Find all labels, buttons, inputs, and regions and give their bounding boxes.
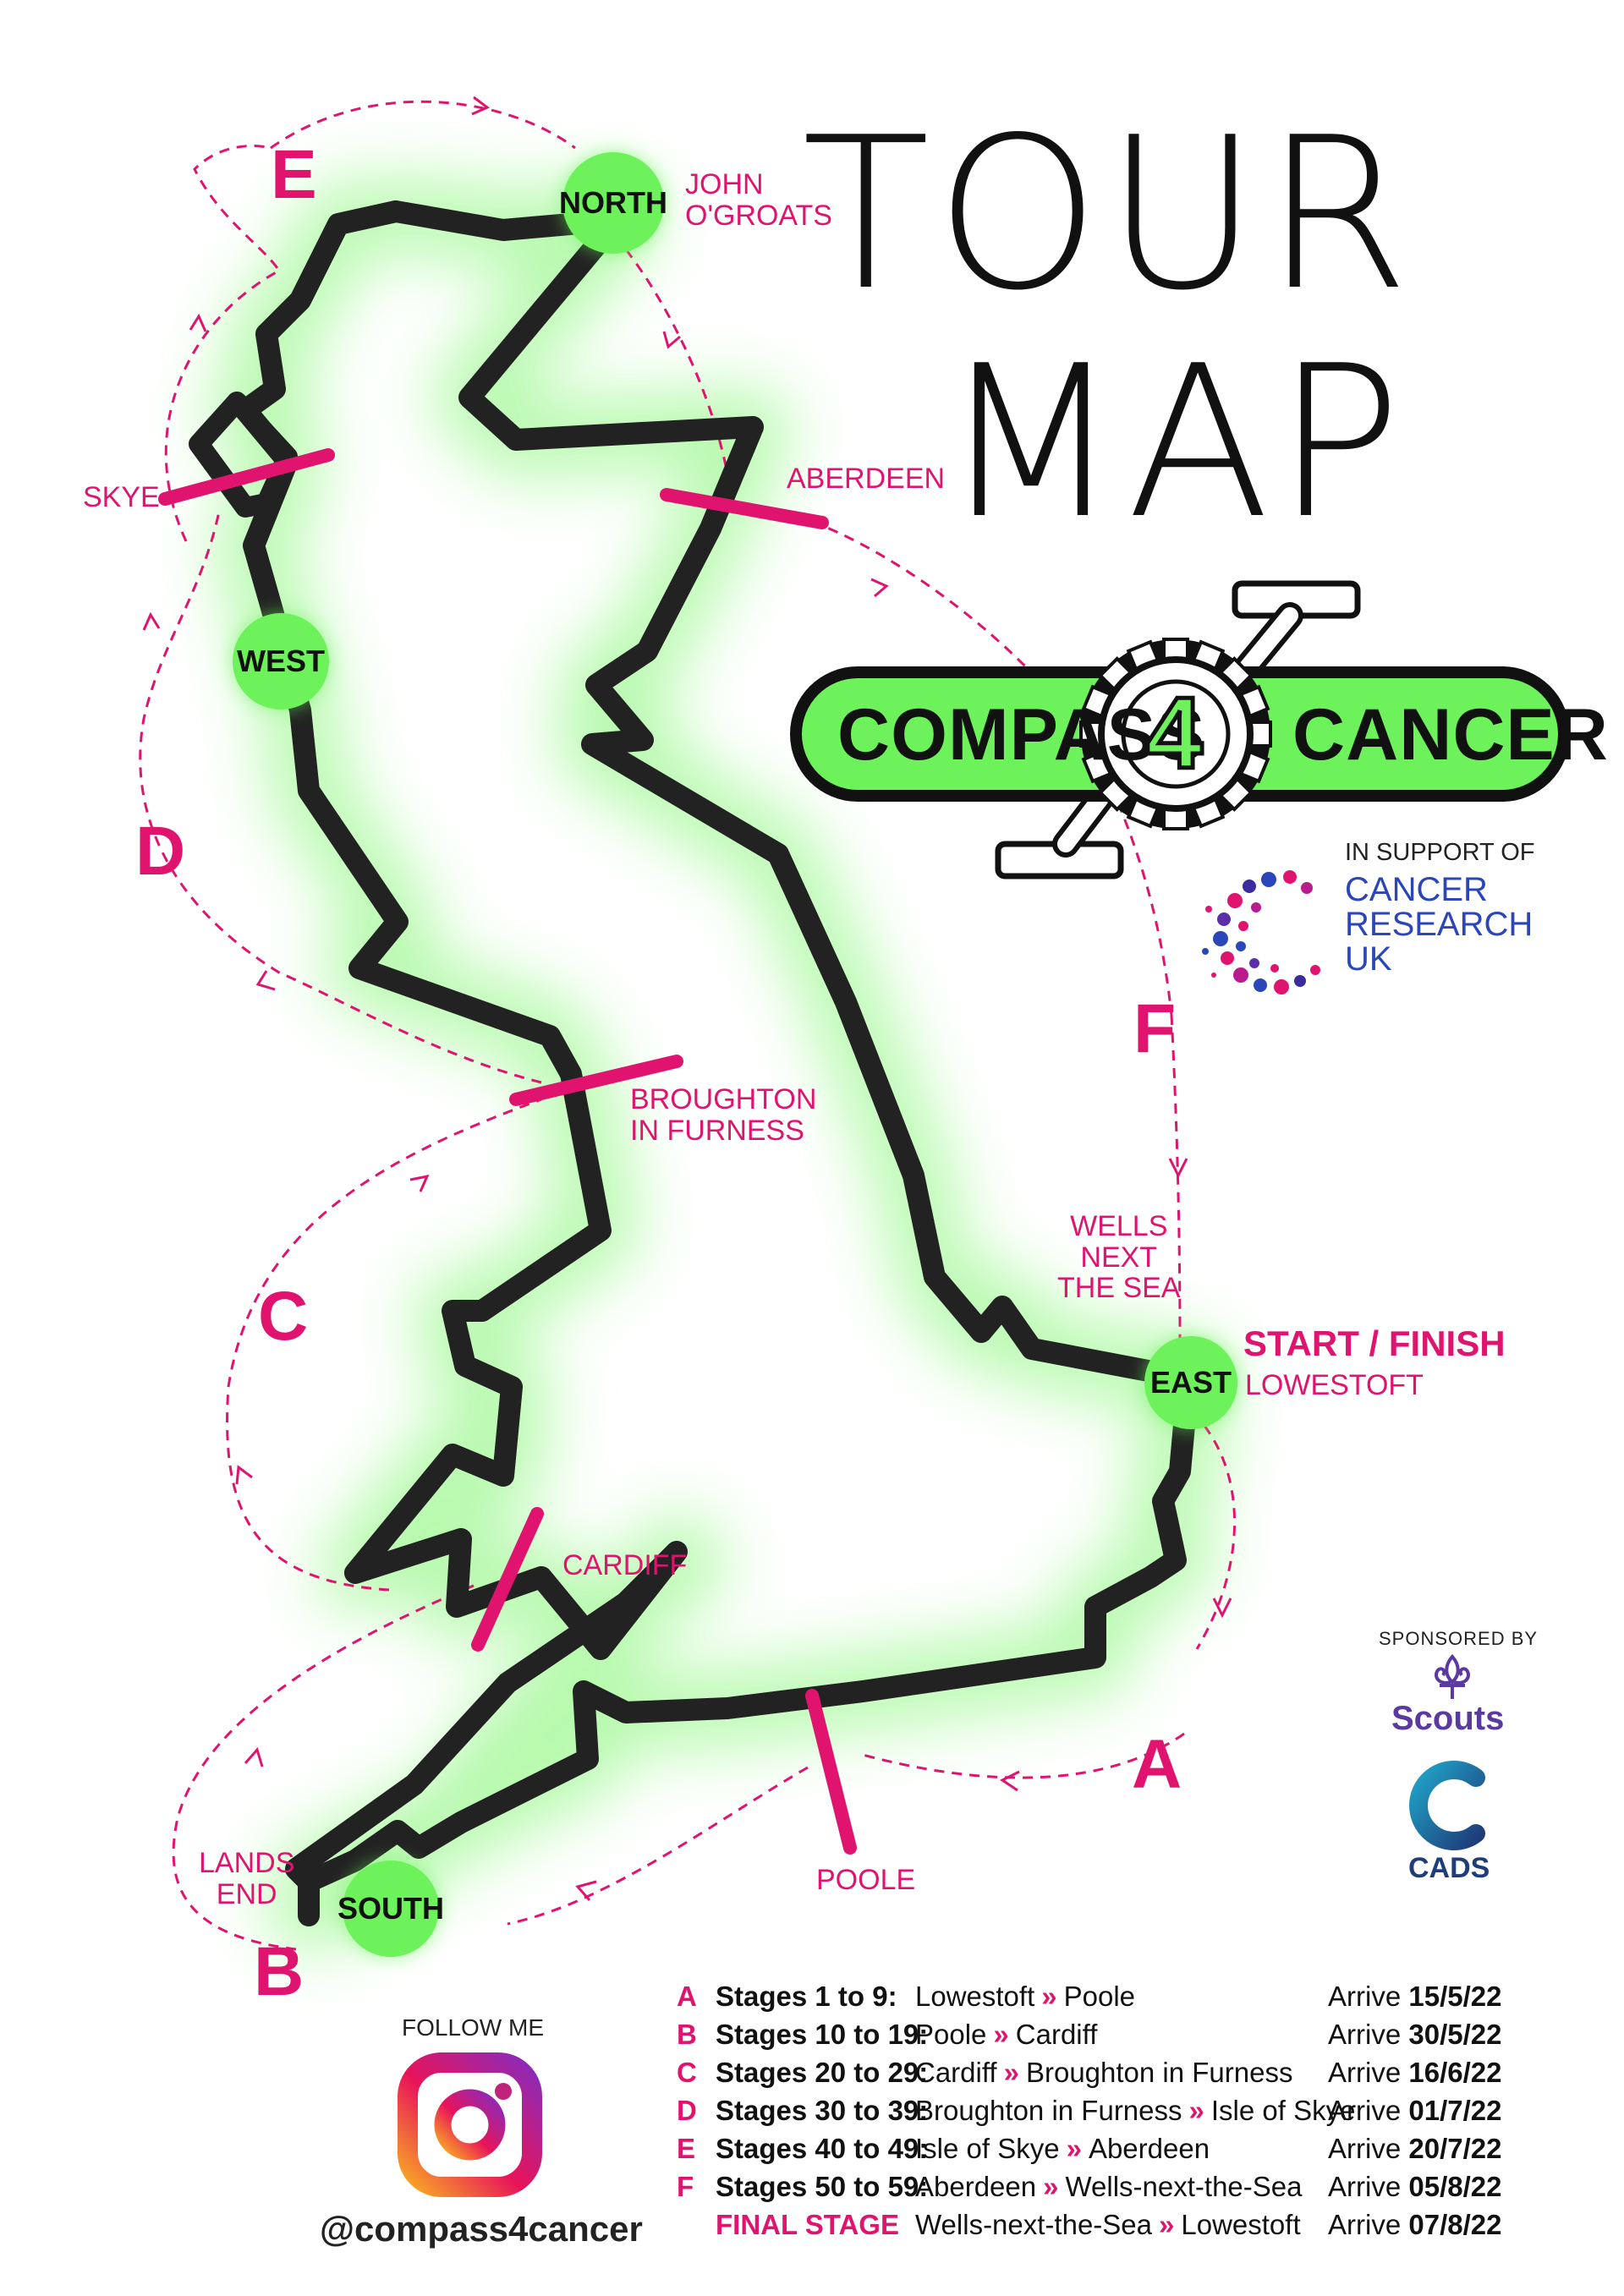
schedule-row: B Stages 10 to 19: Poole»Cardiff Arrive …: [677, 2015, 1573, 2053]
schedule-letter: B: [677, 2018, 697, 2050]
schedule-route: Poole»Cardiff: [915, 2018, 1098, 2050]
node-south: SOUTH: [337, 1860, 444, 1957]
schedule-stages: Stages 1 to 9:: [716, 1980, 897, 2012]
label-poole: POOLE: [816, 1864, 916, 1896]
stage-letter-e: E: [271, 136, 317, 213]
schedule-row: C Stages 20 to 29: Cardiff»Broughton in …: [677, 2053, 1573, 2091]
schedule-row: A Stages 1 to 9: Lowestoft»Poole Arrive …: [677, 1977, 1573, 2015]
title-line-2: MAP: [941, 321, 1407, 565]
label-broughton: BROUGHTON IN FURNESS: [630, 1083, 817, 1147]
schedule-table: A Stages 1 to 9: Lowestoft»Poole Arrive …: [677, 1977, 1573, 2244]
stage-letter-d: D: [135, 813, 186, 890]
skye-island: [189, 392, 298, 518]
schedule-row: D Stages 30 to 39: Broughton in Furness»…: [677, 2091, 1573, 2129]
cruk-name: CANCER RESEARCH UK: [1345, 871, 1533, 978]
instagram-icon[interactable]: [396, 2051, 544, 2199]
label-cardiff: CARDIFF: [562, 1549, 688, 1581]
schedule-stages: Stages 50 to 59:: [716, 2170, 929, 2202]
logo-graphic: [790, 580, 1570, 879]
schedule-letter: F: [677, 2170, 694, 2202]
title-line-1: TOUR: [802, 93, 1415, 337]
schedule-route: Cardiff»Broughton in Furness: [915, 2056, 1293, 2088]
sponsor-scouts: Scouts: [1391, 1700, 1505, 1737]
node-north: NORTH: [559, 152, 667, 254]
cruk-logo-mark: [1202, 870, 1320, 995]
stage-letter-a: A: [1132, 1726, 1182, 1803]
schedule-letter: D: [677, 2094, 697, 2126]
label-aberdeen: ABERDEEN: [787, 463, 946, 495]
schedule-stages: Stages 40 to 49:: [716, 2132, 929, 2164]
logo-text-4: 4: [1144, 675, 1205, 792]
logo-text-compass: COMPASS: [837, 694, 1206, 775]
route-arrows: [142, 96, 1232, 1901]
stage-markers: [158, 448, 857, 1855]
route-dashed: [139, 100, 1236, 1951]
schedule-route: Isle of Skye»Aberdeen: [915, 2132, 1210, 2164]
schedule-arrive: Arrive 30/5/22: [1328, 2018, 1502, 2050]
schedule-row: F Stages 50 to 59: Aberdeen»Wells-next-t…: [677, 2167, 1573, 2206]
fleur-de-lis-icon: [1435, 1654, 1470, 1699]
label-skye: SKYE: [83, 481, 160, 513]
schedule-arrive: Arrive 05/8/22: [1328, 2170, 1502, 2202]
label-john-ogroats: JOHN O'GROATS: [685, 168, 832, 232]
schedule-arrive: Arrive 01/7/22: [1328, 2094, 1502, 2126]
schedule-stages: Stages 30 to 39:: [716, 2094, 929, 2126]
schedule-arrive: Arrive 16/6/22: [1328, 2056, 1502, 2088]
label-lands-end: LANDS END: [199, 1847, 295, 1910]
schedule-stages: FINAL STAGE: [716, 2208, 899, 2240]
schedule-stages: Stages 20 to 29:: [716, 2056, 929, 2088]
label-wells: WELLS NEXT THE SEA: [1057, 1210, 1181, 1305]
node-east: EAST: [1144, 1336, 1237, 1429]
schedule-letter: C: [677, 2056, 697, 2088]
support-label: IN SUPPORT OF: [1345, 839, 1535, 866]
schedule-arrive: Arrive 20/7/22: [1328, 2132, 1502, 2164]
logo-text-cancer: CANCER: [1292, 694, 1609, 775]
schedule-route: Lowestoft»Poole: [915, 1980, 1136, 2012]
compass4cancer-logo: COMPASS 4 CANCER: [787, 575, 1608, 879]
sponsor-cads: CADS: [1408, 1852, 1490, 1884]
schedule-arrive: Arrive 15/5/22: [1328, 1980, 1502, 2012]
cads-logo-mark: [1409, 1761, 1485, 1850]
label-lowestoft: LOWESTOFT: [1245, 1369, 1424, 1401]
label-start-finish: START / FINISH: [1243, 1323, 1506, 1363]
node-west: WEST: [233, 613, 329, 710]
schedule-route: Wells-next-the-Sea»Lowestoft: [915, 2208, 1301, 2240]
stage-letter-b: B: [254, 1933, 304, 2010]
schedule-letter: E: [677, 2132, 696, 2164]
follow-label: FOLLOW ME: [402, 2014, 545, 2041]
schedule-arrive: Arrive 07/8/22: [1328, 2208, 1502, 2240]
schedule-route: Aberdeen»Wells-next-the-Sea: [915, 2170, 1303, 2202]
coastline: [298, 200, 1199, 1926]
sponsored-by-label: SPONSORED BY: [1379, 1628, 1539, 1649]
stage-letter-c: C: [258, 1278, 309, 1355]
schedule-letter: A: [677, 1980, 697, 2012]
schedule-row-final: FINAL STAGE Wells-next-the-Sea»Lowestoft…: [677, 2206, 1573, 2244]
schedule-route: Broughton in Furness»Isle of Skye: [915, 2094, 1356, 2126]
instagram-handle[interactable]: @compass4cancer: [320, 2209, 643, 2249]
stage-letter-f: F: [1133, 990, 1177, 1067]
schedule-row: E Stages 40 to 49: Isle of Skye»Aberdeen…: [677, 2129, 1573, 2167]
schedule-stages: Stages 10 to 19:: [716, 2018, 929, 2050]
